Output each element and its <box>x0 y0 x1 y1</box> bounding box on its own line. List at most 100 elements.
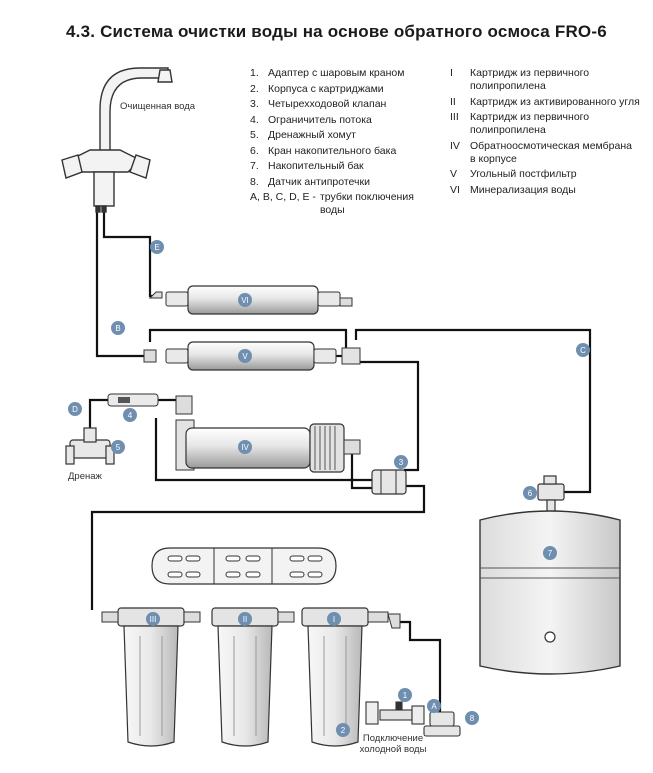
marker-iii: III <box>146 612 160 626</box>
marker-iv-circle <box>238 440 252 454</box>
legend-num: II <box>450 95 456 108</box>
marker-d-circle <box>68 402 82 416</box>
legend-item: 7. Накопительный бак <box>250 160 440 173</box>
legend-num: 8. <box>250 175 259 188</box>
marker-e-label: E <box>154 243 159 252</box>
marker-v-circle <box>238 349 252 363</box>
legend-item: IV Обратноосмотическая мембрана в корпусе <box>450 140 645 166</box>
marker-1: 1 <box>398 688 412 702</box>
tube-membrane-out <box>350 452 372 490</box>
marker-ii-circle <box>238 612 252 626</box>
marker-7: 7 <box>543 546 557 560</box>
clean-water-label: Очищенная вода <box>120 101 196 112</box>
tube-membrane-left <box>154 418 372 482</box>
marker-a-label: A <box>431 702 437 711</box>
marker-3-circle <box>394 455 408 469</box>
tube-a <box>396 620 442 712</box>
legend-text: Картридж из первичного полипропилена <box>470 111 590 136</box>
four-way-valve <box>371 469 407 495</box>
legend-text: Ограничитель потока <box>268 113 372 126</box>
tube-valve-cartridge <box>90 484 426 610</box>
tube-e <box>102 205 156 298</box>
legend-num: 4. <box>250 113 259 126</box>
legend-num: 1. <box>250 67 259 79</box>
marker-i-circle <box>327 612 341 626</box>
legend-item: 4. Ограничитель потока <box>250 114 440 127</box>
legend-item: 1.Адаптер с шаровым краном <box>250 67 440 80</box>
marker-ii-label: II <box>243 615 247 624</box>
marker-5-circle <box>111 440 125 454</box>
tank-valve <box>537 475 565 513</box>
legend-components: 1.Адаптер с шаровым краном 2.Корпуса с к… <box>250 67 440 220</box>
marker-2-label: 2 <box>341 726 346 735</box>
drain-clamp <box>65 427 115 465</box>
mounting-bracket <box>151 547 337 585</box>
marker-2: 2 <box>336 723 350 737</box>
legend-text: Картридж из первичного полипропилена <box>470 67 590 92</box>
marker-iv: IV <box>238 440 252 454</box>
legend-text: Минерализация воды <box>470 183 576 196</box>
tube-d <box>88 398 110 430</box>
legend-text: Дренажный хомут <box>268 129 356 141</box>
marker-e-circle <box>150 240 164 254</box>
marker-d: D <box>68 402 82 416</box>
marker-vi-label: VI <box>241 296 249 305</box>
marker-v-label: V <box>242 352 248 361</box>
legend-num: IV <box>450 139 460 152</box>
legend-text: Картридж из активированного угля <box>470 95 640 108</box>
leak-sensor <box>423 711 461 737</box>
marker-e: E <box>150 240 164 254</box>
drain-label: Дренаж <box>68 471 102 482</box>
marker-2-circle <box>336 723 350 737</box>
legend-num: 7. <box>250 160 259 172</box>
marker-8-circle <box>465 711 479 725</box>
marker-4-circle <box>123 408 137 422</box>
tube-vi-v <box>148 328 348 348</box>
marker-8-label: 8 <box>470 714 475 723</box>
legend-num: III <box>450 111 459 123</box>
legend-num: A, B, C, D, E - <box>250 191 316 203</box>
marker-4-label: 4 <box>128 411 133 420</box>
legend-item: 8.Датчик антипротечки <box>250 176 440 189</box>
legend-item: VI Минерализация воды <box>450 184 645 197</box>
storage-tank <box>479 510 621 675</box>
marker-1-circle <box>398 688 412 702</box>
marker-iii-label: III <box>150 615 157 624</box>
legend-item: I Картридж из первичного полипропилена <box>450 67 645 93</box>
legend-item: V Угольный постфильтр <box>450 168 645 181</box>
marker-1-label: 1 <box>403 691 408 700</box>
marker-7-label: 7 <box>548 549 553 558</box>
legend-num: V <box>450 168 458 180</box>
legend-text: Угольный постфильтр <box>470 168 577 180</box>
marker-6-label: 6 <box>528 489 533 498</box>
tubes <box>88 205 592 712</box>
marker-iv-label: IV <box>241 443 249 452</box>
marker-8: 8 <box>465 711 479 725</box>
legend-text: Четырехходовой клапан <box>268 98 387 110</box>
adapter-ball-valve <box>365 701 425 725</box>
tube-tee-valve <box>354 360 420 472</box>
tube-c <box>354 328 592 494</box>
legend-num: VI <box>450 183 460 196</box>
legend-cartridges: I Картридж из первичного полипропилена II… <box>450 67 645 199</box>
marker-i-label: I <box>333 615 335 624</box>
legend-text: Обратноосмотическая мембрана в корпусе <box>470 139 632 165</box>
marker-3: 3 <box>394 455 408 469</box>
marker-a: A <box>427 699 441 713</box>
marker-6: 6 <box>523 486 537 500</box>
housing-i <box>301 607 401 747</box>
marker-5-label: 5 <box>116 443 121 452</box>
legend-text: Накопительный бак <box>268 160 364 172</box>
legend-text: Кран накопительного бака <box>268 144 397 157</box>
legend-text: трубки поключения воды <box>319 191 414 216</box>
marker-ii: II <box>238 612 252 626</box>
legend-item: 3.Четырехходовой клапан <box>250 98 440 111</box>
legend-num: I <box>450 67 453 79</box>
marker-c-label: C <box>580 346 586 355</box>
page-title: 4.3. Система очистки воды на основе обра… <box>66 22 607 41</box>
marker-4: 4 <box>123 408 137 422</box>
marker-5: 5 <box>111 440 125 454</box>
legend-item: 6.Кран накопительного бака <box>250 145 440 158</box>
